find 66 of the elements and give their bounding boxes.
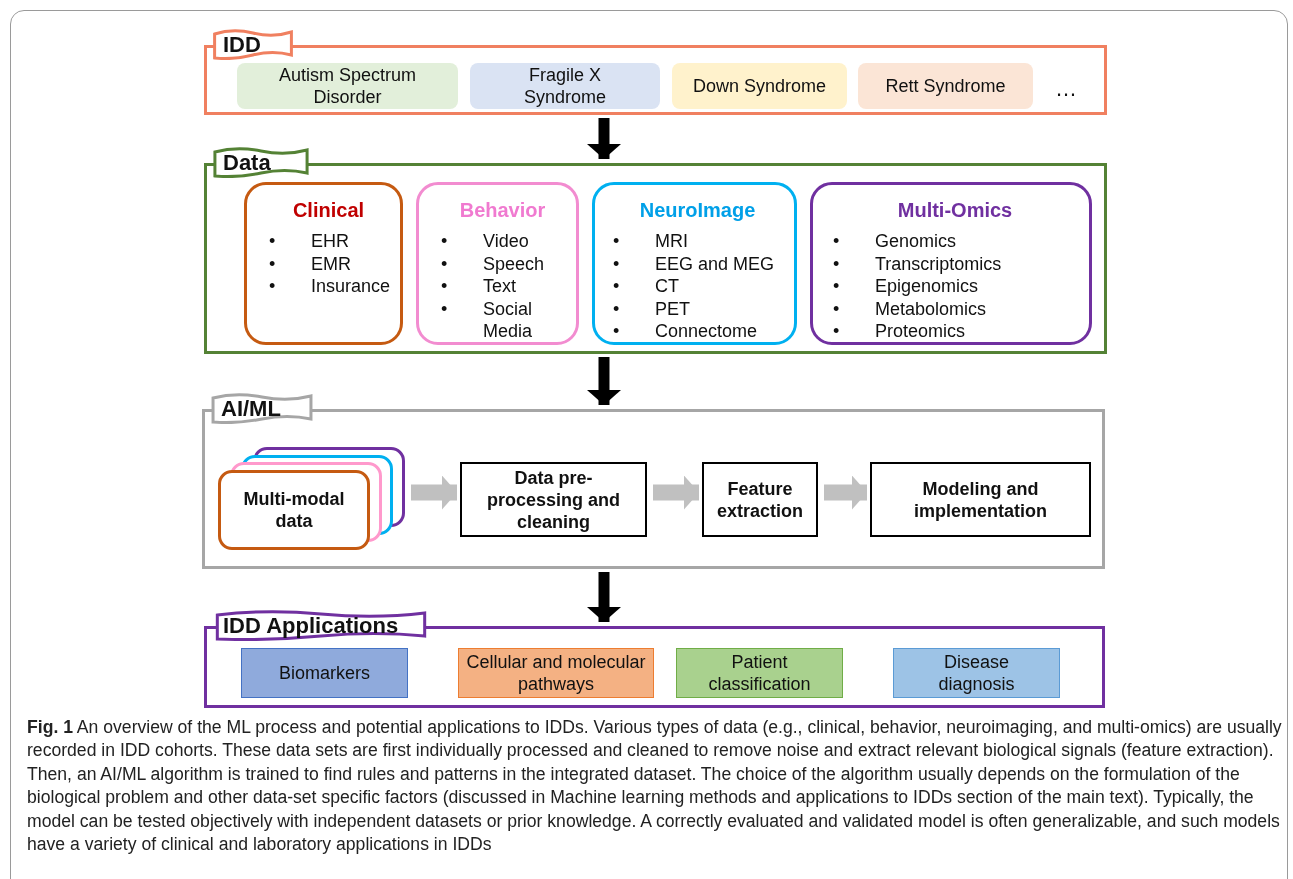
list-item: Text <box>483 275 516 298</box>
bullet: • <box>613 230 621 253</box>
bullet: • <box>613 320 621 343</box>
list-item: MRI <box>655 230 688 253</box>
list-item: Video <box>483 230 529 253</box>
category-box: Rett Syndrome <box>858 63 1033 109</box>
data-card <box>416 182 579 345</box>
list-item: EHR <box>311 230 349 253</box>
bullet: • <box>613 297 621 321</box>
list-item: EEG and MEG <box>655 252 775 276</box>
card-heading: Behavior <box>458 199 547 222</box>
data-card <box>244 182 403 345</box>
bullet: • <box>833 275 841 298</box>
block-arrow <box>411 475 457 510</box>
list-item: Epigenomics <box>875 275 979 298</box>
card-heading: Multi-Omics <box>896 199 1014 222</box>
block-arrow <box>587 118 621 159</box>
list-item: Insurance <box>311 275 391 298</box>
bullet: • <box>441 297 449 321</box>
list-item: Genomics <box>875 230 957 253</box>
bullet: • <box>833 252 841 276</box>
bullet: • <box>833 297 841 321</box>
group-title: IDD Applications <box>223 613 399 639</box>
list-item: PET <box>655 297 690 321</box>
bullet: • <box>833 320 841 343</box>
figure-caption: Fig. 1 An overview of the ML process and potential applications to IDDs. Various types of data (e.g., clinical, behavior, neuroimaging, and multi-omics) are usually recorded in IDD cohorts. These data sets are first individually processed and cleaned to remove noise and extract relevant biological signals (feature extraction). Then, an AI/ML algorithm is trained to find rules and patterns in the integrated dataset. The choice of the algorithm usually depends on the formulation of the biological problem and other data-set specific factors (discussed in Machine learning methods and applications to IDDs section of the main text). Typically, the model can be tested objectively with independent datasets or prior knowledge. A correctly evaluated and validated model is often generalizable, and such models have a variety of clinical and laboratory applications in IDDs <box>27 716 1282 857</box>
list-item: Social Media <box>483 297 534 343</box>
block-arrow <box>653 475 699 510</box>
application-box: Cellular and molecular pathways <box>458 648 654 698</box>
list-item: EMR <box>311 252 351 276</box>
application-box: Disease diagnosis <box>893 648 1060 698</box>
bullet: • <box>613 275 621 298</box>
bullet: • <box>441 252 449 276</box>
data-card: Multi-modal data <box>218 470 370 550</box>
block-arrow <box>587 357 621 405</box>
process-box: Modeling and implementation <box>870 462 1091 537</box>
bullet: • <box>269 230 277 253</box>
process-box: Feature extraction <box>702 462 818 537</box>
category-box: Fragile X Syndrome <box>470 63 660 109</box>
list-item: Proteomics <box>875 320 966 343</box>
category-box: Autism Spectrum Disorder <box>237 63 458 109</box>
bullet: • <box>269 275 277 298</box>
process-box: Data pre-processing and cleaning <box>460 462 647 537</box>
list-item: CT <box>655 275 679 298</box>
group-title: IDD <box>223 32 261 58</box>
list-item: Transcriptomics <box>875 252 1002 276</box>
data-card <box>810 182 1092 345</box>
list-item: Metabolomics <box>875 297 987 321</box>
card-heading: NeuroImage <box>638 199 757 222</box>
bullet: • <box>269 252 277 276</box>
list-item: Connectome <box>655 320 758 343</box>
bullet: • <box>613 252 621 276</box>
data-card <box>592 182 797 345</box>
ellipsis: … <box>1055 76 1077 102</box>
card-heading: Clinical <box>291 199 366 222</box>
bullet: • <box>833 230 841 253</box>
group-title: Data <box>223 150 271 176</box>
list-item: Speech <box>483 252 545 276</box>
application-box: Patient classification <box>676 648 843 698</box>
block-arrow <box>824 475 867 510</box>
group-title: AI/ML <box>221 396 281 422</box>
bullet: • <box>441 230 449 253</box>
application-box: Biomarkers <box>241 648 408 698</box>
category-box: Down Syndrome <box>672 63 847 109</box>
block-arrow <box>587 572 621 622</box>
bullet: • <box>441 275 449 298</box>
